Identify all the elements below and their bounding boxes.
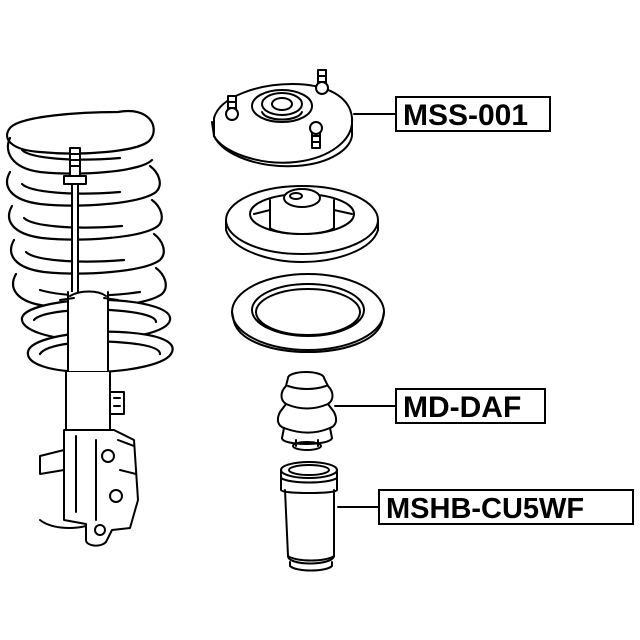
part-label-mss-001: MSS-001 bbox=[395, 96, 551, 132]
coil-spring bbox=[6, 109, 167, 309]
strut-mount-part bbox=[211, 69, 354, 168]
upper-spring-seat bbox=[225, 185, 379, 263]
strut-assembly bbox=[6, 109, 174, 547]
piston-rod bbox=[63, 147, 87, 295]
part-label-md-daf: MD-DAF bbox=[395, 388, 546, 424]
spring-insulator-ring bbox=[231, 273, 385, 353]
bump-stop-part bbox=[276, 371, 338, 451]
leader-lines bbox=[334, 113, 396, 508]
strut-body bbox=[59, 290, 125, 446]
dust-boot-part bbox=[280, 461, 338, 572]
knuckle-bracket bbox=[39, 429, 139, 547]
part-label-mshb-cu5wf: MSHB-CU5WF bbox=[378, 489, 634, 525]
